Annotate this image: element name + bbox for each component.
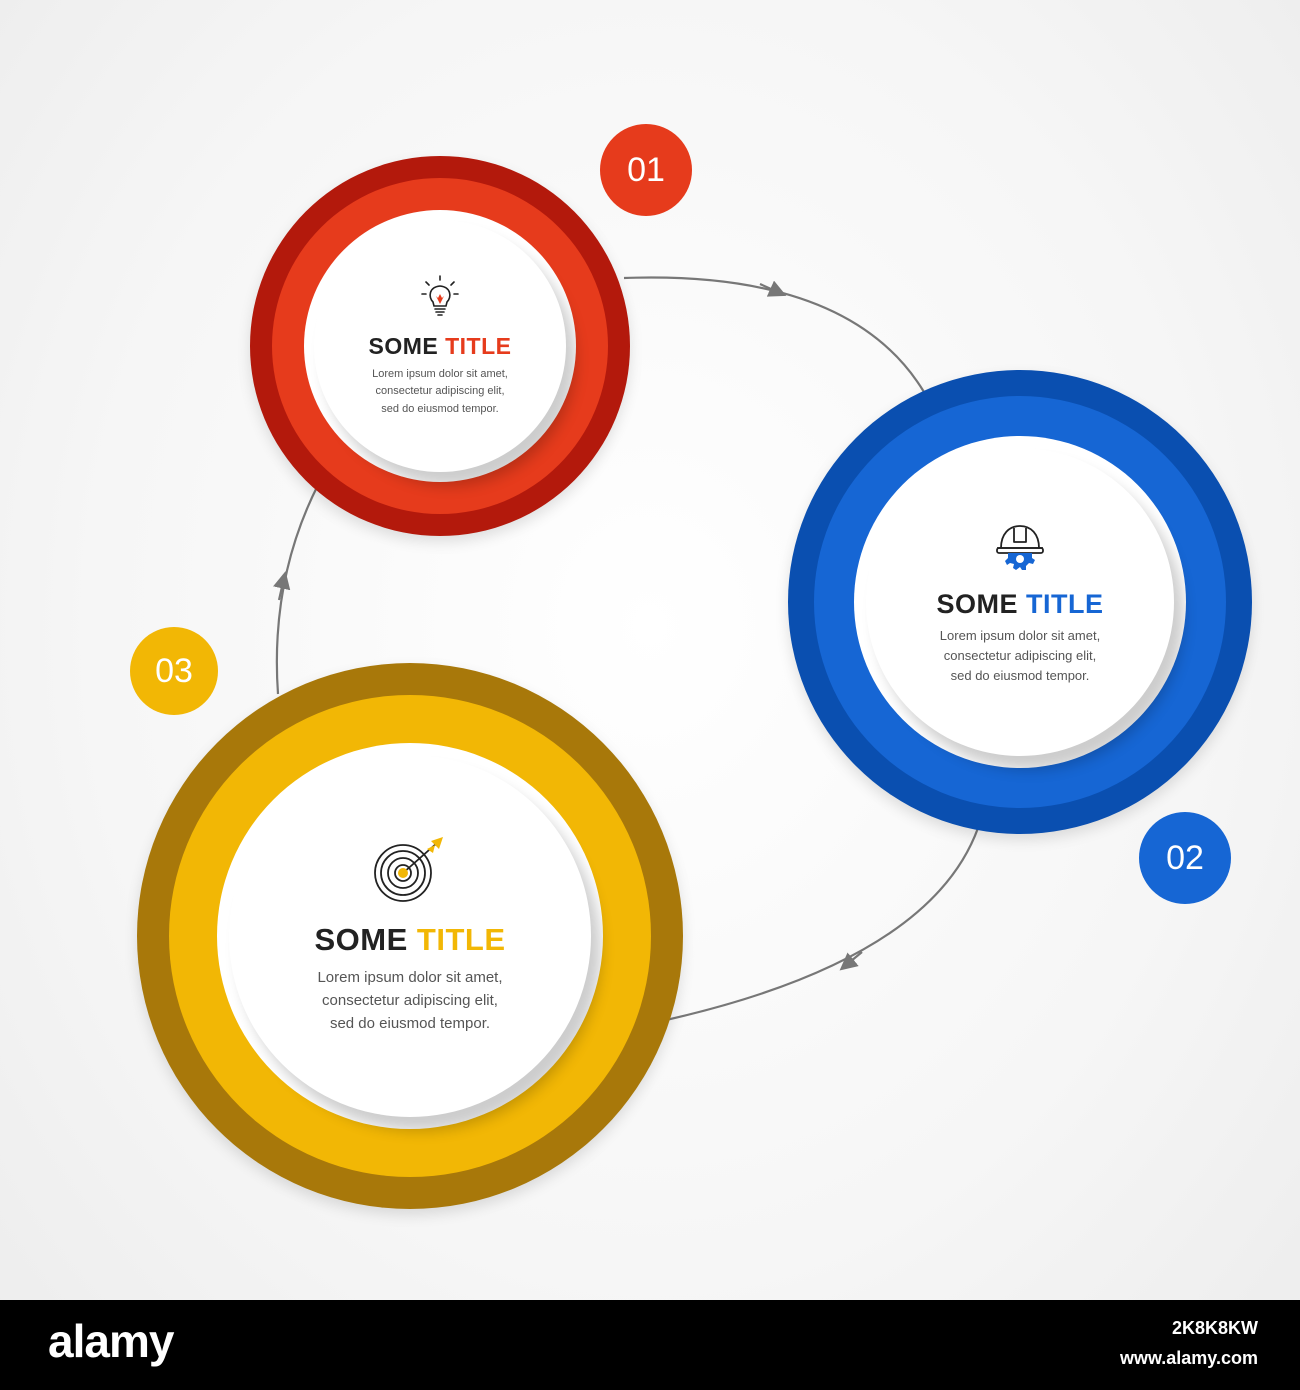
step-2-ring: SOME TITLE Lorem ipsum dolor sit amet, c… bbox=[788, 370, 1252, 834]
step-3-desc-line: Lorem ipsum dolor sit amet, bbox=[317, 968, 503, 986]
step-2-desc-line: Lorem ipsum dolor sit amet, bbox=[939, 627, 1101, 643]
connector-1-to-2 bbox=[623, 276, 925, 393]
step-1-ring: SOME TITLE Lorem ipsum dolor sit amet, c… bbox=[250, 156, 630, 536]
step-1-title-part2: TITLE bbox=[445, 333, 512, 360]
step-1-desc-line: consectetur adipiscing elit, bbox=[375, 385, 505, 398]
step-1-desc-line: Lorem ipsum dolor sit amet, bbox=[372, 368, 508, 381]
step-3-desc-line: consectetur adipiscing elit, bbox=[322, 991, 498, 1009]
step-3-number-badge: 03 bbox=[130, 627, 218, 715]
step-2-number-badge: 02 bbox=[1139, 812, 1231, 904]
arrow-1-to-2 bbox=[759, 280, 787, 297]
step-2-title: SOME TITLE bbox=[936, 589, 1103, 620]
step-1-title: SOME TITLE bbox=[368, 333, 511, 360]
arrow-2-to-3 bbox=[839, 951, 863, 971]
step-2-card: SOME TITLE Lorem ipsum dolor sit amet, c… bbox=[866, 448, 1174, 756]
step-2-title-part1: SOME bbox=[936, 588, 1018, 619]
step-2-title-part2: TITLE bbox=[1026, 588, 1104, 619]
stock-footer: alamy 2K8K8KW www.alamy.com bbox=[0, 1300, 1300, 1390]
infographic-canvas: SOME TITLE Lorem ipsum dolor sit amet, c… bbox=[130, 124, 1252, 1209]
step-3-desc-line: sed do eiusmod tempor. bbox=[329, 1015, 491, 1033]
step-3-title-part2: TITLE bbox=[416, 921, 506, 957]
step-3-ring: SOME TITLE Lorem ipsum dolor sit amet, c… bbox=[137, 663, 683, 1209]
footer-site-url: www.alamy.com bbox=[1119, 1348, 1258, 1368]
step-2-desc-line: sed do eiusmod tempor. bbox=[950, 668, 1090, 684]
step-1-desc-line: sed do eiusmod tempor. bbox=[381, 402, 499, 415]
footer-stock-id: 2K8K8KW bbox=[1171, 1318, 1258, 1338]
step-1-title-part1: SOME bbox=[368, 333, 439, 360]
step-3-card: SOME TITLE Lorem ipsum dolor sit amet, c… bbox=[229, 755, 591, 1117]
step-2-description: Lorem ipsum dolor sit amet, consectetur … bbox=[940, 626, 1100, 686]
step-3-title: SOME TITLE bbox=[314, 922, 505, 958]
step-1-card: SOME TITLE Lorem ipsum dolor sit amet, c… bbox=[314, 220, 566, 472]
step-1-description: Lorem ipsum dolor sit amet, consectetur … bbox=[372, 366, 508, 417]
step-2-desc-line: consectetur adipiscing elit, bbox=[943, 647, 1097, 663]
hardhat-gear-icon bbox=[995, 518, 1045, 577]
connector-2-to-3 bbox=[665, 827, 980, 1022]
step-3-description: Lorem ipsum dolor sit amet, consectetur … bbox=[317, 966, 502, 1036]
target-arrow-icon bbox=[371, 836, 449, 908]
step-3-title-part1: SOME bbox=[314, 921, 408, 957]
arrow-3-to-1 bbox=[273, 571, 291, 601]
step-1-number-badge: 01 bbox=[600, 124, 692, 216]
footer-brand-logo: alamy bbox=[48, 1315, 174, 1367]
cycle-connectors bbox=[273, 276, 980, 1022]
lightbulb-icon bbox=[420, 274, 460, 323]
connector-3-to-1 bbox=[275, 484, 319, 695]
